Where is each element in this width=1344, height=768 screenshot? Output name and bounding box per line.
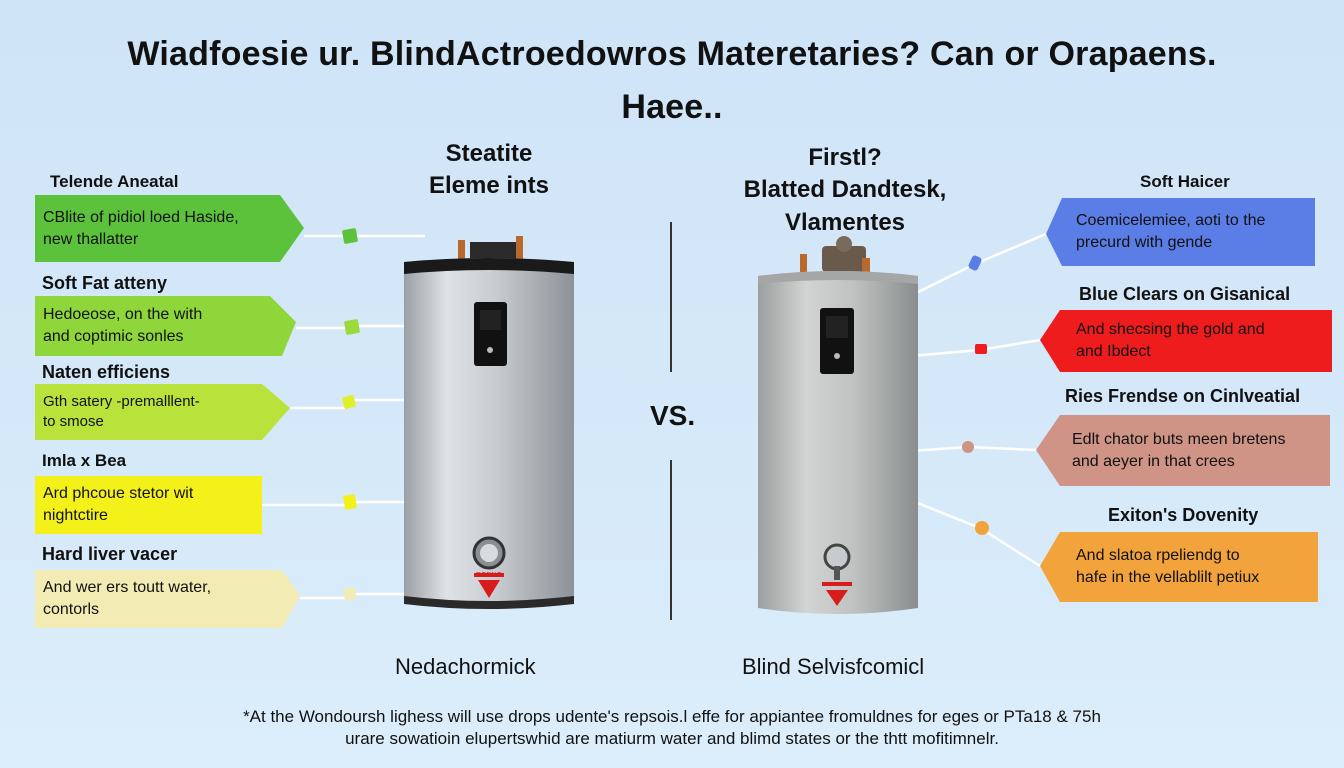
left-item-2-line-1: Hedoeose, on the with [43, 306, 203, 324]
right-item-4-box: And slatoa rpeliendg to hafe in the vella… [1036, 532, 1318, 602]
right-caption: Blind Selvisfcomicl [742, 654, 925, 679]
footnote-line-1: *At the Wondoursh lighess will use drops… [243, 707, 1101, 726]
left-box-4 [35, 476, 262, 534]
right-item-3-line-2: and aeyer in that crees [1072, 452, 1235, 470]
right-box-4 [1040, 532, 1318, 602]
left-item-2-heading: Soft Fat atteny [42, 273, 168, 293]
warning-triangle-icon [474, 573, 504, 598]
left-item-5-heading: Hard liver vacer [42, 544, 178, 564]
right-item-3-box: Edlt chator buts meen bretens and aeyer i… [1032, 415, 1330, 486]
footnote-line-2: urare sowatioin elupertswhid are matiurm… [345, 729, 999, 749]
left-heater-label: RODNO [476, 572, 503, 579]
left-box-3 [35, 384, 290, 440]
left-item-4-heading: Imla x Bea [42, 451, 127, 470]
right-title-line-2: Blatted Dandtesk, [743, 176, 947, 204]
left-box-1 [35, 195, 304, 262]
right-connectors [909, 232, 1047, 568]
left-item-1-line-2: new thallatter [43, 230, 139, 248]
control-panel-icon [474, 302, 507, 366]
left-item-4-box: Ard phcoue stetor wit nightctire [35, 476, 262, 534]
thermostat-knob-icon [823, 543, 851, 580]
right-item-2-line-2: and Ibdect [1076, 343, 1151, 360]
right-title-line-1: Firstl? [808, 144, 882, 171]
right-box-1 [1046, 198, 1315, 266]
right-item-3-heading: Ries Frendse on Cinlveatial [1065, 386, 1301, 406]
right-box-3 [1036, 415, 1330, 486]
right-item-1-line-2: precurd with gende [1076, 234, 1213, 251]
right-item-4-line-1: And slatoa rpeliendg to [1076, 547, 1240, 565]
left-item-3-line-2: to smose [43, 413, 104, 430]
right-item-4-line-2: hafe in the vellablilt petiux [1076, 569, 1260, 586]
left-connector-markers [342, 228, 360, 601]
vs-label: VS. [650, 400, 696, 431]
left-column-title: Steatite Eleme ints [404, 138, 574, 203]
left-box-5 [35, 570, 300, 628]
left-connectors [262, 234, 425, 600]
right-item-1-box: Coemicelemiee, aoti to the precurd with g… [1036, 198, 1315, 266]
right-item-3-line-1: Edlt chator buts meen bretens [1072, 430, 1286, 448]
right-column-title: Firstl? Blatted Dandtesk, Vlamentes [700, 142, 990, 239]
left-item-1-box: CBlite of pidiol loed Haside, new thallat… [35, 195, 285, 262]
title-line-2: Haee.. [621, 87, 723, 126]
left-caption: Nedachormick [395, 654, 536, 679]
control-panel-icon [820, 308, 854, 374]
left-item-3-line-1: Gth satery -premalllent- [43, 392, 200, 410]
left-item-2-line-2: and coptimic sonles [43, 328, 184, 345]
footnote: *At the Wondoursh lighess will use drops… [80, 706, 1264, 750]
left-title-line-1: Steatite [445, 140, 533, 167]
page-title: Wiadfoesie ur. BlindActroedowros Materet… [60, 28, 1284, 133]
left-box-2 [35, 296, 296, 356]
right-item-2-line-1: And shecsing the gold and [1076, 321, 1265, 339]
title-line-1: Wiadfoesie ur. BlindActroedowros Materet… [127, 35, 1217, 73]
right-box-shapes [1036, 198, 1332, 602]
right-item-2-heading: Blue Clears on Gisanical [1079, 284, 1291, 304]
warning-triangle-icon [822, 582, 852, 606]
right-item-2-box: And shecsing the gold and and Ibdect [1036, 310, 1332, 372]
left-item-3-box: Gth satery -premalllent-to smose [35, 384, 275, 440]
right-title-line-3: Vlamentes [784, 208, 906, 236]
right-item-1-heading: Soft Haicer [1140, 172, 1230, 191]
left-item-1-heading: Telende Aneatal [50, 172, 179, 191]
left-item-4-line-1: Ard phcoue stetor wit [43, 485, 194, 503]
thermostat-knob-icon [472, 536, 506, 570]
left-item-3-heading: Naten efficiens [42, 362, 171, 382]
right-water-heater [758, 236, 918, 614]
left-item-5-box: And wer ers toutt water, contorls [35, 570, 290, 628]
left-item-1-line-1: CBlite of pidiol loed Haside, [43, 208, 239, 226]
left-item-4-line-2: nightctire [43, 507, 108, 524]
left-water-heater [404, 236, 574, 609]
left-title-line-2: Eleme ints [428, 172, 550, 200]
divider-bottom [670, 460, 672, 620]
left-item-2-box: Hedoeose, on the with and coptimic sonles [35, 296, 285, 356]
left-item-5-line-1: And wer ers toutt water, [43, 579, 212, 597]
right-box-2 [1040, 310, 1332, 372]
right-item-1-line-1: Coemicelemiee, aoti to the [1076, 212, 1266, 230]
divider-top [670, 222, 672, 372]
left-box-shapes [35, 195, 304, 628]
right-item-4-heading: Exiton's Dovenity [1108, 505, 1259, 525]
left-item-5-line-2: contorls [43, 601, 100, 618]
